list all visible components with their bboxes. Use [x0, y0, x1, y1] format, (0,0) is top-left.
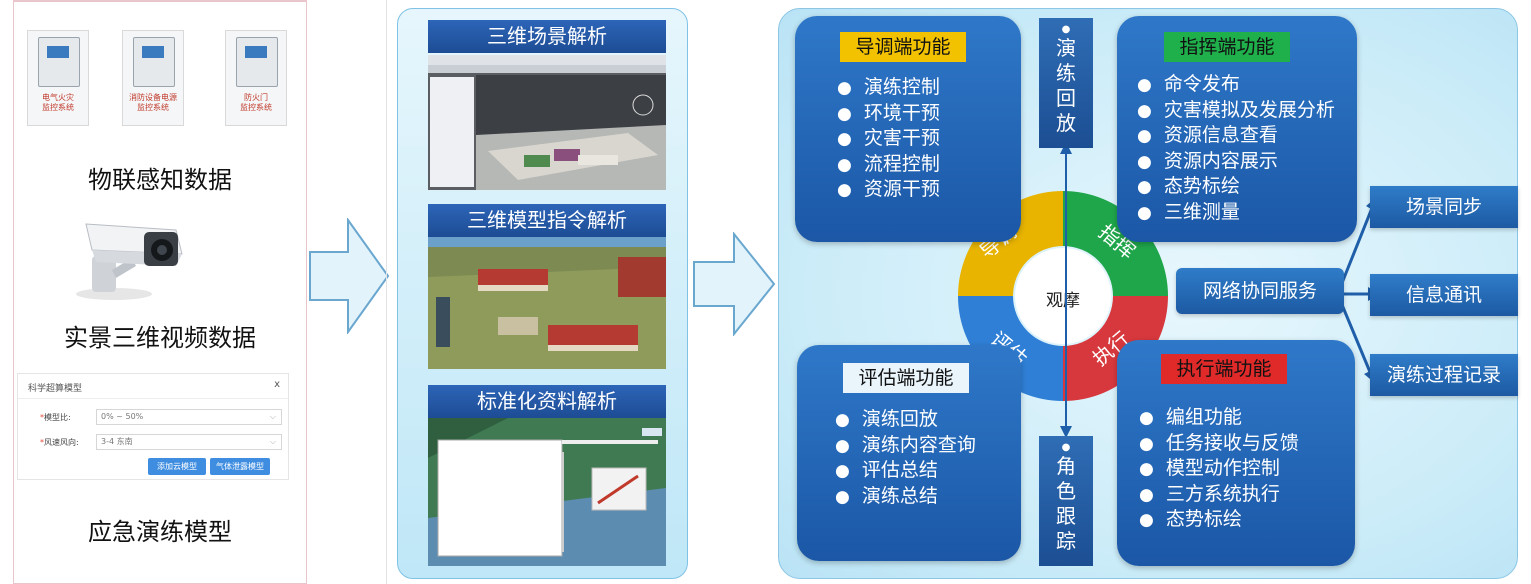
list-item: 任务接收与反馈	[1139, 431, 1299, 457]
device-caption: 电气火灾监控系统	[42, 93, 74, 112]
chevron-down-icon: ⌵	[269, 437, 276, 446]
chevron-down-icon: ⌵	[269, 412, 276, 421]
ring-segment-command	[1063, 191, 1168, 296]
column-divider	[386, 0, 387, 584]
realscene-3d-video-label: 实景三维视频数据	[64, 324, 256, 352]
left-panel-top-border	[13, 0, 307, 2]
command-function-title: 指挥端功能	[1164, 32, 1290, 62]
command-function-list: 命令发布 灾害模拟及发展分析 资源信息查看 资源内容展示 态势标绘 三维测量	[1137, 72, 1335, 225]
list-item: 态势标绘	[1137, 174, 1335, 200]
tracking-char: 色	[1056, 479, 1076, 503]
3d-scene-screenshot	[428, 55, 666, 190]
emergency-drill-model-label: 应急演练模型	[88, 518, 232, 546]
list-item: 灾害模拟及发展分析	[1137, 98, 1335, 124]
iot-sensing-data-label: 物联感知数据	[88, 166, 232, 194]
ring-segment-guide	[958, 191, 1063, 296]
flow-arrow-1-icon	[309, 218, 390, 334]
list-item: 命令发布	[1137, 72, 1335, 98]
execute-function-list: 编组功能 任务接收与反馈 模型动作控制 三方系统执行 态势标绘	[1139, 405, 1299, 533]
evaluate-function-box: 评估端功能 演练回放 演练内容查询 评估总结 演练总结	[797, 345, 1021, 561]
3d-scene-analysis-title: 三维场景解析	[428, 20, 666, 53]
list-item: 评估总结	[835, 458, 976, 484]
device-caption: 防火门监控系统	[240, 93, 272, 112]
wind-label: *风速风向:	[40, 438, 79, 447]
list-item: 演练回放	[835, 407, 976, 433]
list-item: 模型动作控制	[1139, 456, 1299, 482]
scientific-model-dialog: 科学超算模型 x *模型比: 0% ~ 50%⌵ *风速风向: 3-4 东南⌵ …	[17, 373, 289, 480]
guide-function-title: 导调端功能	[840, 32, 966, 62]
output-scene-sync: 场景同步	[1370, 186, 1518, 228]
list-item: 资源内容展示	[1137, 149, 1335, 175]
tracking-char: 角	[1056, 454, 1076, 478]
tracking-char: 踪	[1056, 529, 1076, 553]
device-caption: 消防设备电源监控系统	[129, 93, 177, 112]
list-item: 资源信息查看	[1137, 123, 1335, 149]
dialog-title: 科学超算模型	[28, 384, 83, 394]
ring-segment-execute	[1063, 296, 1168, 401]
standard-doc-screenshot	[428, 418, 666, 566]
evaluate-function-title: 评估端功能	[843, 363, 969, 393]
list-item: 环境干预	[837, 101, 940, 127]
output-info-communication: 信息通讯	[1370, 274, 1518, 316]
list-item: 演练控制	[837, 75, 940, 101]
close-icon[interactable]: x	[274, 379, 280, 390]
add-cloud-model-button[interactable]: 添加云模型	[148, 458, 206, 475]
fire-power-monitor-device: 消防设备电源监控系统	[122, 30, 184, 126]
output-drill-process-record: 演练过程记录	[1370, 354, 1518, 396]
ring-center-observe: 观摩	[1046, 291, 1080, 311]
wind-select[interactable]: 3-4 东南⌵	[96, 434, 282, 450]
list-item: 三维测量	[1137, 200, 1335, 226]
model-ratio-label: *模型比:	[40, 413, 71, 422]
fire-door-monitor-device: 防火门监控系统	[225, 30, 287, 126]
flow-arrow-2-icon	[693, 232, 776, 336]
execute-function-title: 执行端功能	[1161, 354, 1287, 384]
drill-replay-box: ● 演 练 回 放	[1039, 18, 1093, 148]
list-item: 资源干预	[837, 177, 940, 203]
list-item: 演练总结	[835, 484, 976, 510]
replay-char: 回	[1056, 86, 1076, 110]
replay-char: 演	[1056, 36, 1076, 60]
command-function-box: 指挥端功能 命令发布 灾害模拟及发展分析 资源信息查看 资源内容展示 态势标绘 …	[1117, 16, 1357, 242]
list-item: 态势标绘	[1139, 507, 1299, 533]
list-item: 编组功能	[1139, 405, 1299, 431]
3d-model-command-title: 三维模型指令解析	[428, 204, 666, 237]
role-ring-diagram	[958, 191, 1168, 401]
role-tracking-box: ● 角 色 跟 踪	[1039, 436, 1093, 566]
3d-model-screenshot	[428, 237, 666, 369]
tracking-char: 跟	[1056, 504, 1076, 528]
model-ratio-select[interactable]: 0% ~ 50%⌵	[96, 409, 282, 425]
execute-function-box: 执行端功能 编组功能 任务接收与反馈 模型动作控制 三方系统执行 态势标绘	[1117, 340, 1355, 566]
list-item: 灾害干预	[837, 126, 940, 152]
standard-doc-analysis-title: 标准化资料解析	[428, 385, 666, 418]
electrical-fire-monitor-device: 电气火灾监控系统	[27, 30, 89, 126]
gas-leak-model-button[interactable]: 气体泄露模型	[210, 458, 270, 475]
list-item: 流程控制	[837, 152, 940, 178]
replay-char: 放	[1056, 111, 1076, 135]
vertical-flow-line	[1060, 142, 1072, 438]
guide-function-box: 导调端功能 演练控制 环境干预 灾害干预 流程控制 资源干预	[795, 16, 1021, 242]
list-item: 三方系统执行	[1139, 482, 1299, 508]
list-item: 演练内容查询	[835, 433, 976, 459]
guide-function-list: 演练控制 环境干预 灾害干预 流程控制 资源干预	[837, 75, 940, 203]
surveillance-camera-icon	[76, 223, 183, 300]
replay-char: 练	[1056, 61, 1076, 85]
network-collaboration-service: 网络协同服务	[1176, 268, 1344, 314]
evaluate-function-list: 演练回放 演练内容查询 评估总结 演练总结	[835, 407, 976, 509]
